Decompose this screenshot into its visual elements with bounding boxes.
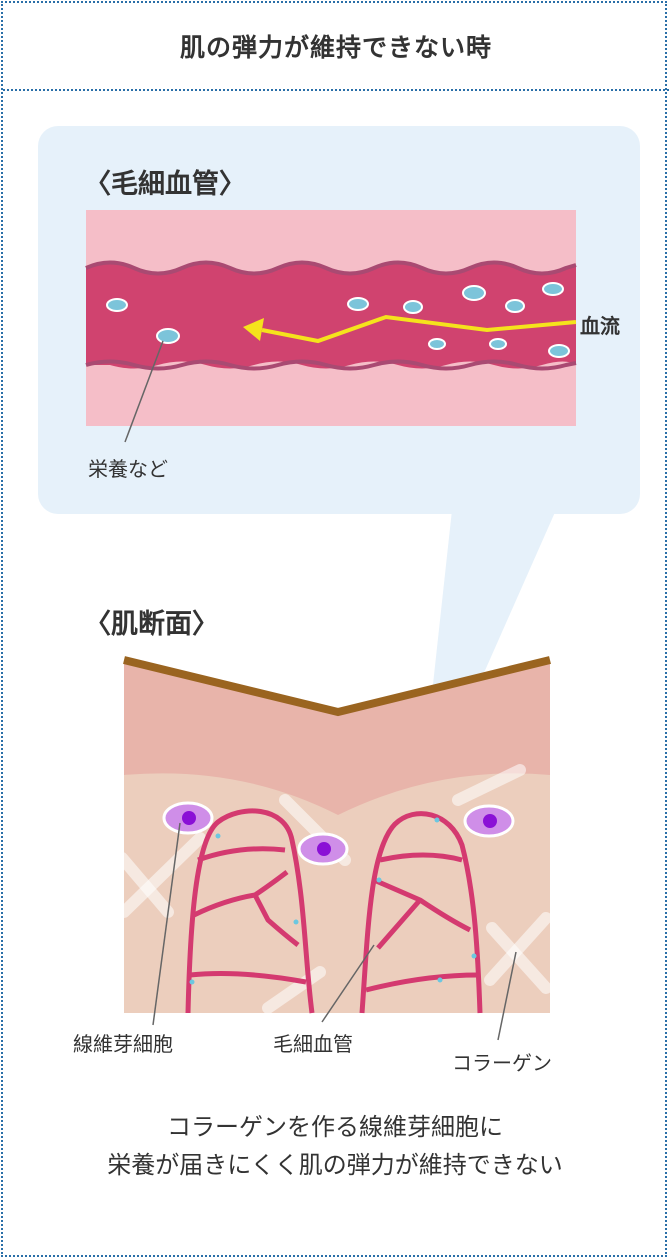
nutrient-cells	[106, 282, 570, 358]
capillary-label: 毛細血管	[273, 1032, 353, 1056]
capillary-dots	[189, 817, 477, 985]
collagen-fibers	[116, 764, 552, 1014]
nutrient-cell	[106, 298, 128, 312]
fibroblast-cell	[463, 804, 515, 838]
caption-line-2: 栄養が届きにくく肌の弾力が維持できない	[107, 1151, 563, 1179]
caption-line-1: コラーゲンを作る線維芽細胞に	[167, 1113, 503, 1141]
nutrients-label: 栄養など	[88, 457, 168, 481]
blood-flow-arrow	[243, 314, 577, 344]
fibroblast-cell	[162, 801, 214, 835]
nutrient-cell	[156, 328, 180, 344]
nutrient-cell	[347, 297, 369, 311]
blood-flow-label: 血流	[580, 314, 620, 338]
nutrient-cell	[462, 285, 486, 301]
nutrient-cell	[542, 282, 564, 296]
title-bar: 肌の弾力が維持できない時	[3, 3, 669, 91]
fibroblast-cells	[162, 801, 515, 866]
nutrient-cell	[403, 300, 423, 314]
fibroblast-cell	[297, 832, 349, 866]
nutrient-cell	[489, 338, 507, 350]
collagen-label: コラーゲン	[452, 1051, 552, 1075]
nutrient-cell	[428, 338, 446, 350]
capillary-heading: 〈毛細血管〉	[84, 169, 246, 200]
capillary-closeup	[85, 210, 577, 426]
skin-heading: 〈肌断面〉	[84, 609, 219, 640]
nutrient-cell	[505, 299, 525, 313]
fibroblast-label: 線維芽細胞	[73, 1032, 173, 1056]
nutrient-cell	[548, 344, 570, 358]
diagram-title: 肌の弾力が維持できない時	[179, 33, 492, 62]
nutrients-leader-line	[124, 340, 164, 443]
capillary-loops	[185, 808, 483, 1014]
leader-lines	[152, 822, 517, 1041]
